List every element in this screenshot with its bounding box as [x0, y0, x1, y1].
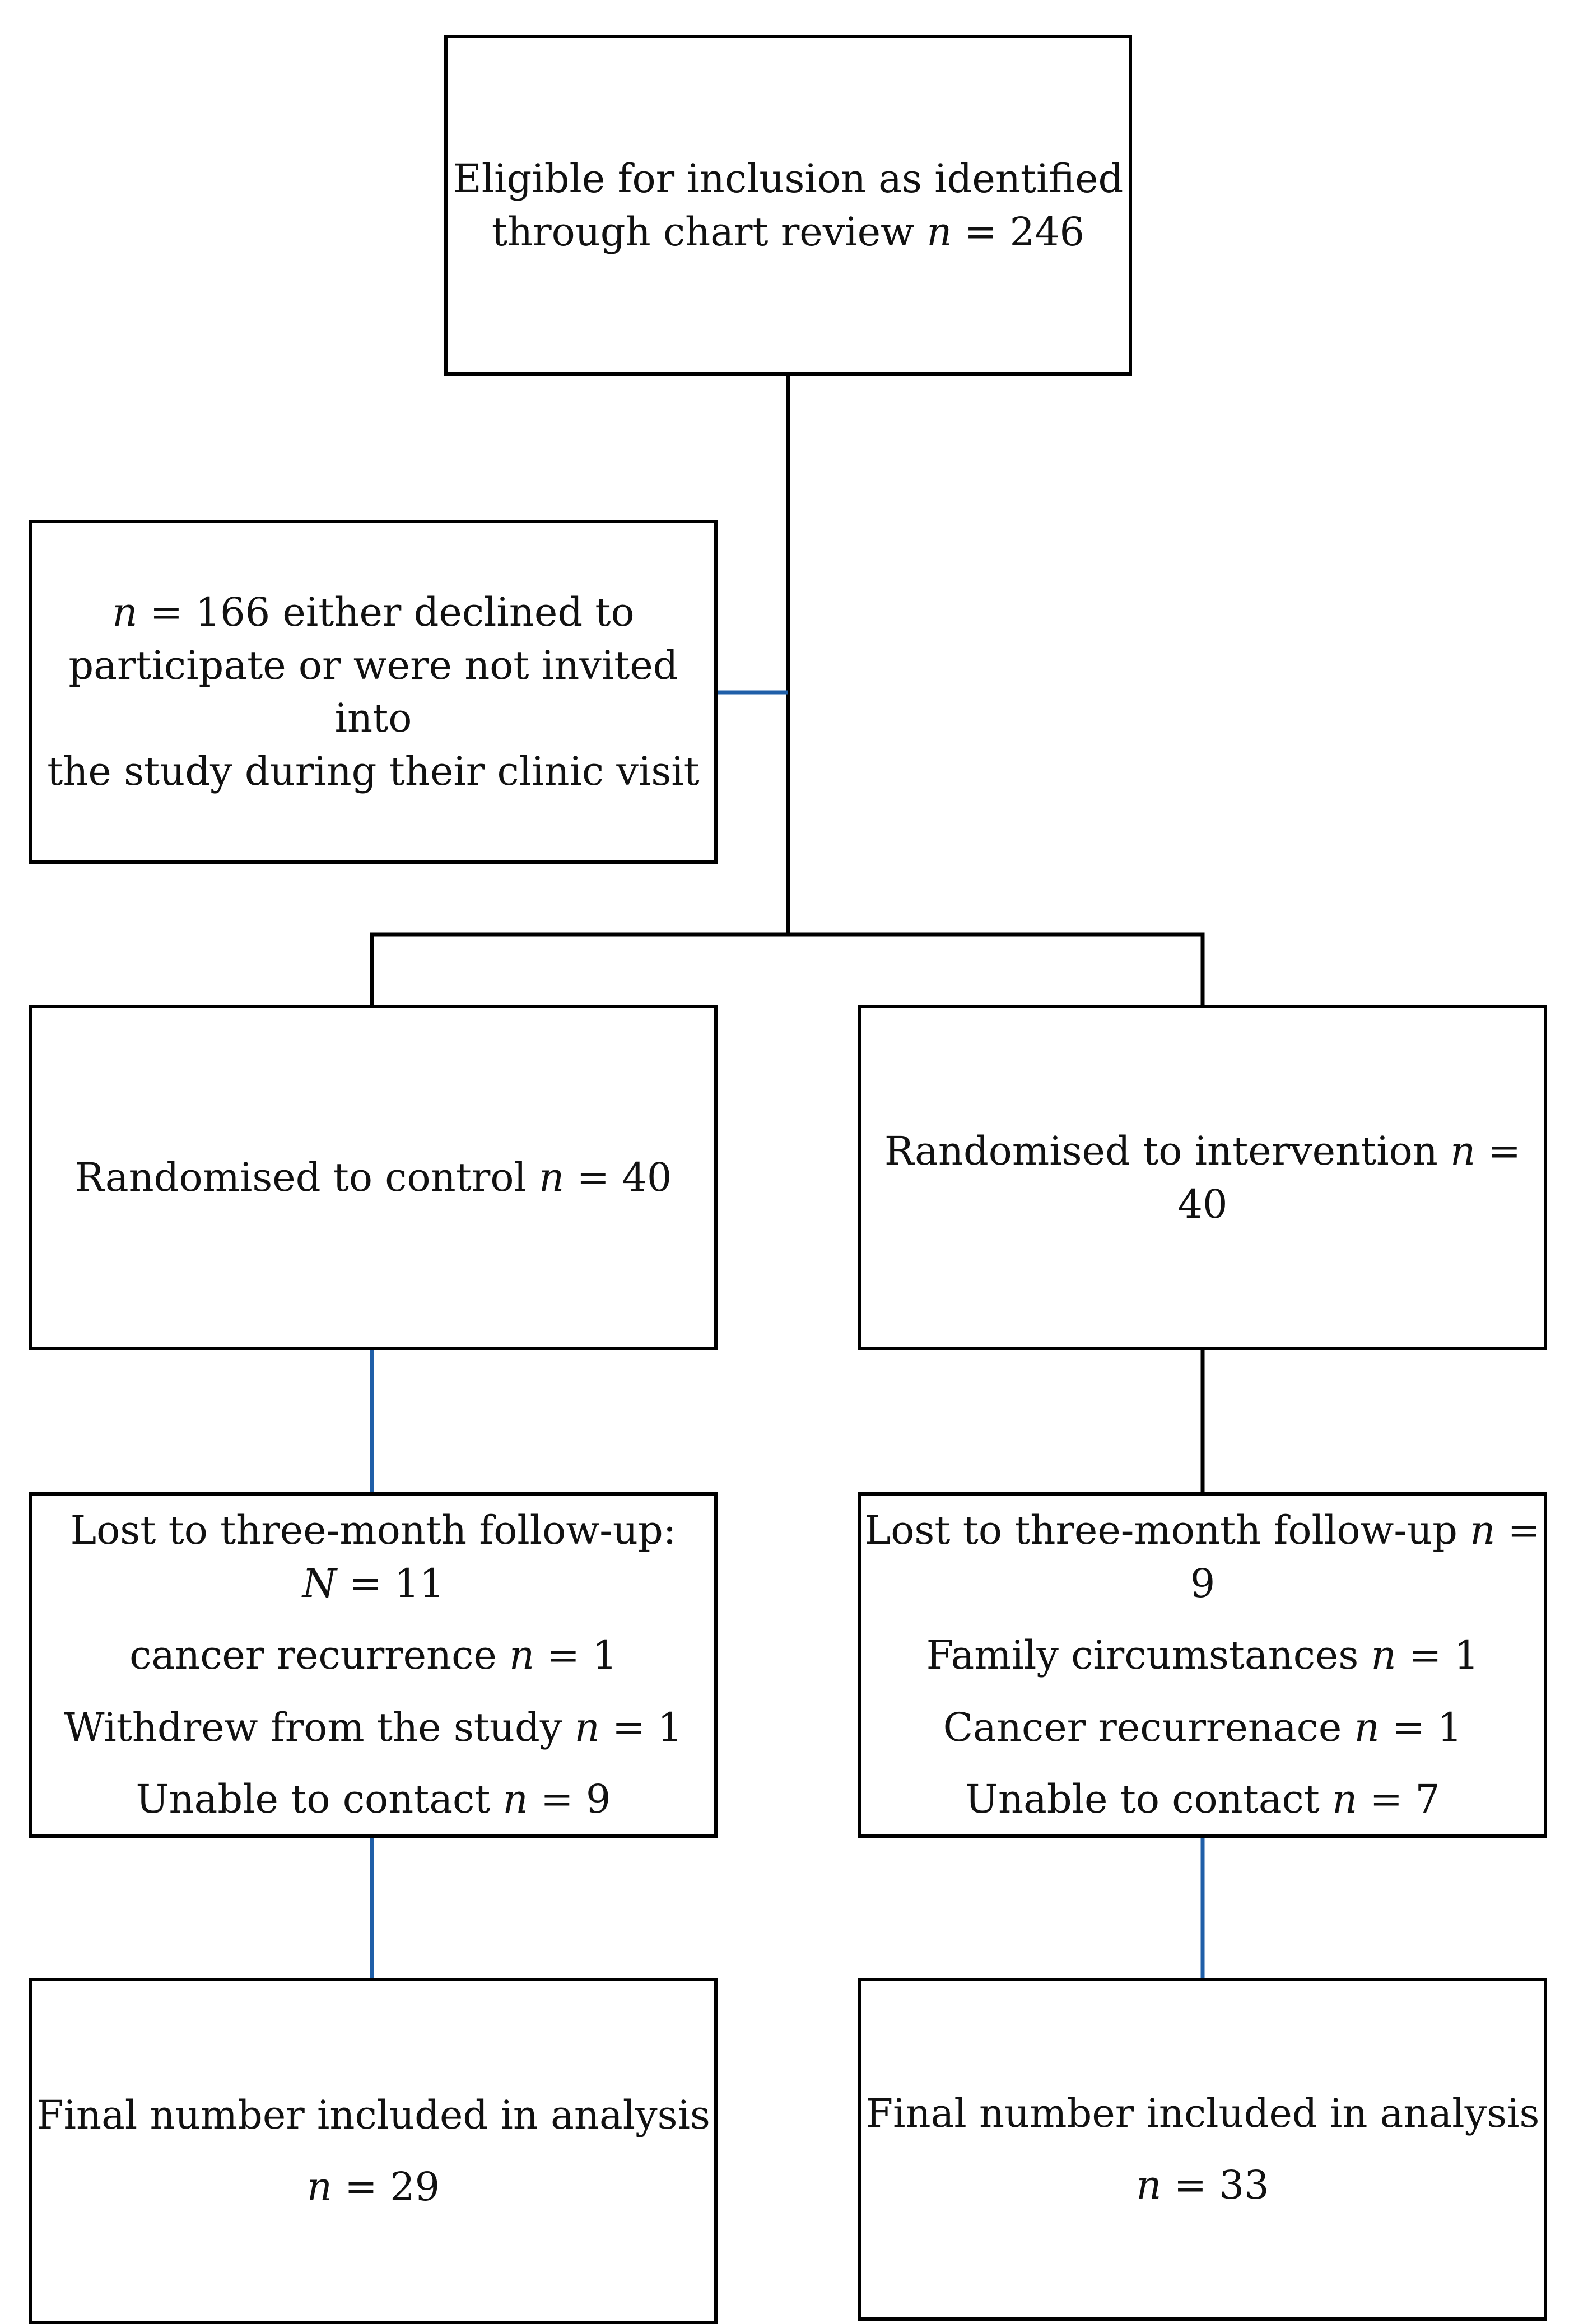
intervention-final-line-1: Final number included in analysis	[865, 2090, 1540, 2136]
control-final-line-1: Final number included in analysis	[36, 2092, 710, 2138]
control-lost-box: Lost to three-month follow-up: N = 11 ca…	[29, 1492, 718, 1838]
intervention-randomised-box: Randomised to intervention n = 40	[858, 1005, 1547, 1350]
control-final-box: Final number included in analysis n = 29	[29, 1978, 718, 2324]
eligible-line-2: through chart review n = 246	[491, 208, 1085, 255]
intervention-lost-line-4: Unable to contact n = 7	[965, 1776, 1440, 1823]
intervention-final-box: Final number included in analysis n = 33	[858, 1978, 1547, 2321]
eligible-box: Eligible for inclusion as identified thr…	[444, 35, 1132, 376]
intervention-lost-line-3: Cancer recurrenace n = 1	[943, 1704, 1463, 1750]
excluded-box: n = 166 either declined to participate o…	[29, 520, 718, 864]
intervention-randomised-text: Randomised to intervention n = 40	[884, 1128, 1521, 1227]
control-lost-line-3: Withdrew from the study n = 1	[64, 1704, 683, 1750]
excluded-line-2: participate or were not invited into	[68, 642, 678, 742]
intervention-lost-box: Lost to three-month follow-up n = 9 Fami…	[858, 1492, 1547, 1838]
control-lost-line-2: cancer recurrence n = 1	[129, 1632, 617, 1679]
intervention-lost-line-1: Lost to three-month follow-up n = 9	[864, 1507, 1541, 1606]
control-lost-line-4: Unable to contact n = 9	[136, 1776, 611, 1823]
excluded-line-1: n = 166 either declined to	[112, 589, 635, 635]
control-randomised-text: Randomised to control n = 40	[74, 1154, 672, 1201]
eligible-line-1: Eligible for inclusion as identified	[453, 156, 1124, 202]
control-randomised-box: Randomised to control n = 40	[29, 1005, 718, 1350]
intervention-final-line-2: n = 33	[1136, 2162, 1269, 2208]
intervention-lost-line-2: Family circumstances n = 1	[926, 1632, 1479, 1679]
control-final-line-2: n = 29	[306, 2164, 440, 2210]
connector-randomisation-split	[370, 932, 1205, 1007]
control-lost-line-1: Lost to three-month follow-up: N = 11	[70, 1507, 677, 1606]
excluded-line-3: the study during their clinic visit	[47, 748, 700, 794]
